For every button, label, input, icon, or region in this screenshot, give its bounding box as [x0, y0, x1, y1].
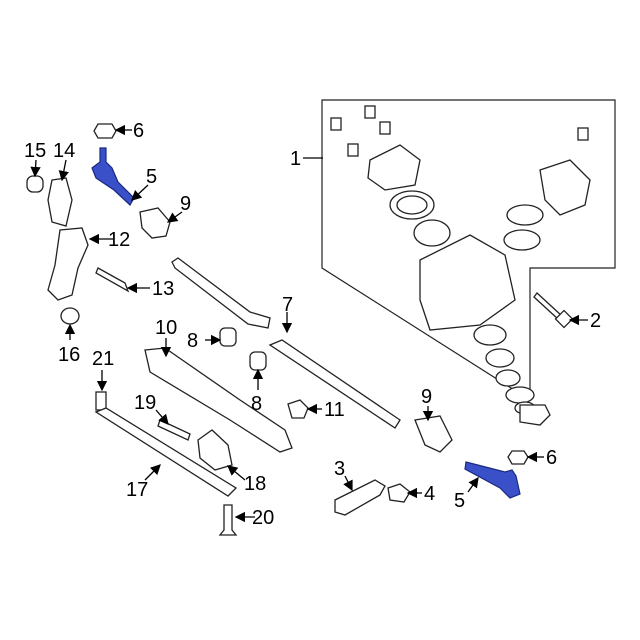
steering-damper-17[interactable] — [94, 407, 238, 497]
bolt-20[interactable] — [218, 504, 238, 536]
callout-5-top: 5 — [146, 166, 157, 188]
callout-8-lower: 8 — [251, 393, 262, 415]
bushing-8-lower[interactable] — [249, 351, 267, 371]
bushing-16[interactable] — [60, 307, 80, 325]
leader-lines — [30, 124, 588, 523]
adjuster-clamp-9-bottom[interactable] — [414, 415, 453, 453]
idler-arm-bracket-12[interactable] — [47, 227, 89, 301]
callout-15: 15 — [24, 140, 46, 162]
callout-9-top: 9 — [180, 193, 191, 215]
callout-10: 10 — [155, 317, 177, 339]
callout-6-top: 6 — [133, 120, 144, 142]
callout-16: 16 — [58, 344, 80, 366]
callout-1: 1 — [290, 148, 301, 170]
callout-7: 7 — [282, 294, 293, 316]
bolt-2[interactable] — [533, 292, 574, 329]
nut-6-bottom[interactable] — [507, 450, 529, 465]
bolt-13[interactable] — [95, 267, 130, 293]
steering-gear-assembly[interactable] — [330, 105, 591, 426]
nut-6-top[interactable] — [93, 123, 117, 139]
callout-3: 3 — [334, 458, 345, 480]
nut-4[interactable] — [387, 483, 411, 503]
center-link-10[interactable] — [144, 347, 293, 453]
pitman-arm-3[interactable] — [334, 479, 386, 516]
steering-gear-assembly-outline — [321, 99, 616, 402]
tie-rod-7[interactable] — [171, 257, 271, 329]
tie-rod-7-lower[interactable] — [268, 339, 401, 429]
callout-4: 4 — [424, 483, 435, 505]
bracket-14[interactable] — [47, 177, 73, 227]
tie-rod-end-5-top[interactable] — [91, 147, 135, 206]
callout-17: 17 — [126, 479, 148, 501]
callout-18: 18 — [244, 473, 266, 495]
callout-2: 2 — [590, 310, 601, 332]
callout-8-upper: 8 — [187, 330, 198, 352]
callout-12: 12 — [108, 229, 130, 251]
callout-5-bottom: 5 — [454, 490, 465, 512]
callout-19: 19 — [134, 392, 156, 414]
callout-9-bottom: 9 — [421, 386, 432, 408]
callout-11: 11 — [324, 399, 345, 421]
callout-21: 21 — [92, 348, 114, 370]
callout-6-bottom: 6 — [546, 447, 557, 469]
adjuster-clamp-9-top[interactable] — [139, 207, 171, 239]
stud-21[interactable] — [95, 391, 107, 411]
bushing-15[interactable] — [26, 175, 44, 193]
damper-bracket-18[interactable] — [197, 429, 233, 471]
callout-13: 13 — [152, 278, 174, 300]
nut-11[interactable] — [287, 399, 309, 419]
callout-14: 14 — [53, 140, 75, 162]
bolt-19[interactable] — [157, 419, 191, 441]
callout-20: 20 — [252, 507, 274, 529]
bushing-8-upper[interactable] — [219, 327, 237, 347]
tie-rod-end-5-bottom[interactable] — [464, 461, 521, 499]
